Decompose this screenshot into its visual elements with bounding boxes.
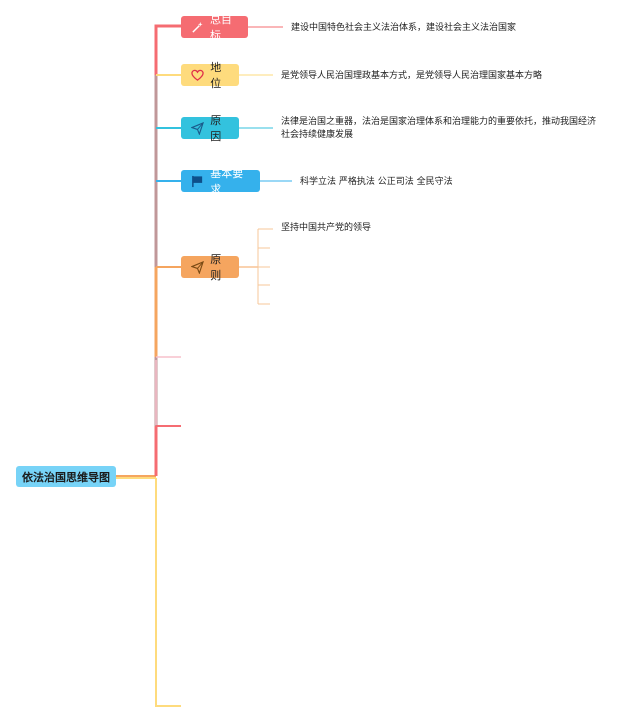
paper-plane-icon — [191, 121, 205, 135]
flag-icon — [191, 174, 204, 188]
root-label: 依法治国思维导图 — [22, 470, 110, 484]
branch-label-requirements: 基本要求 — [210, 167, 244, 196]
branch-label-goal: 总目标 — [210, 13, 232, 42]
leaf-reason-line-1: 法律是治国之重器，法治是国家治理体系和治理能力的重要依托，推动我国经济 — [281, 117, 597, 127]
leaf-reason: 法律是治国之重器，法治是国家治理体系和治理能力的重要依托，推动我国经济 社会持续… — [281, 116, 611, 142]
branch-node-requirements[interactable]: 基本要求 — [181, 167, 260, 196]
branch-node-goal[interactable]: 总目标 — [181, 13, 248, 42]
leaf-principles: 坚持中国共产党的领导 — [281, 223, 372, 233]
leaf-goal: 建设中国特色社会主义法治体系，建设社会主义法治国家 — [291, 23, 517, 33]
leaf-requirements: 科学立法 严格执法 公正司法 全民守法 — [300, 177, 453, 187]
leaf-status: 是党领导人民治国理政基本方式，是党领导人民治理国家基本方略 — [281, 71, 543, 81]
branch-node-reason[interactable]: 原因 — [181, 114, 239, 143]
branch-node-status[interactable]: 地位 — [181, 61, 239, 90]
root-node[interactable]: 依法治国思维导图 — [16, 466, 116, 487]
leaf-reason-line-2: 社会持续健康发展 — [281, 130, 354, 140]
magic-wand-icon — [191, 20, 204, 34]
branch-node-principles[interactable]: 原则 — [181, 253, 239, 282]
paper-plane-icon — [191, 260, 205, 274]
branch-label-principles: 原则 — [210, 253, 222, 282]
heart-icon — [191, 68, 204, 82]
branch-label-reason: 原因 — [210, 114, 222, 143]
branch-label-status: 地位 — [210, 61, 222, 90]
